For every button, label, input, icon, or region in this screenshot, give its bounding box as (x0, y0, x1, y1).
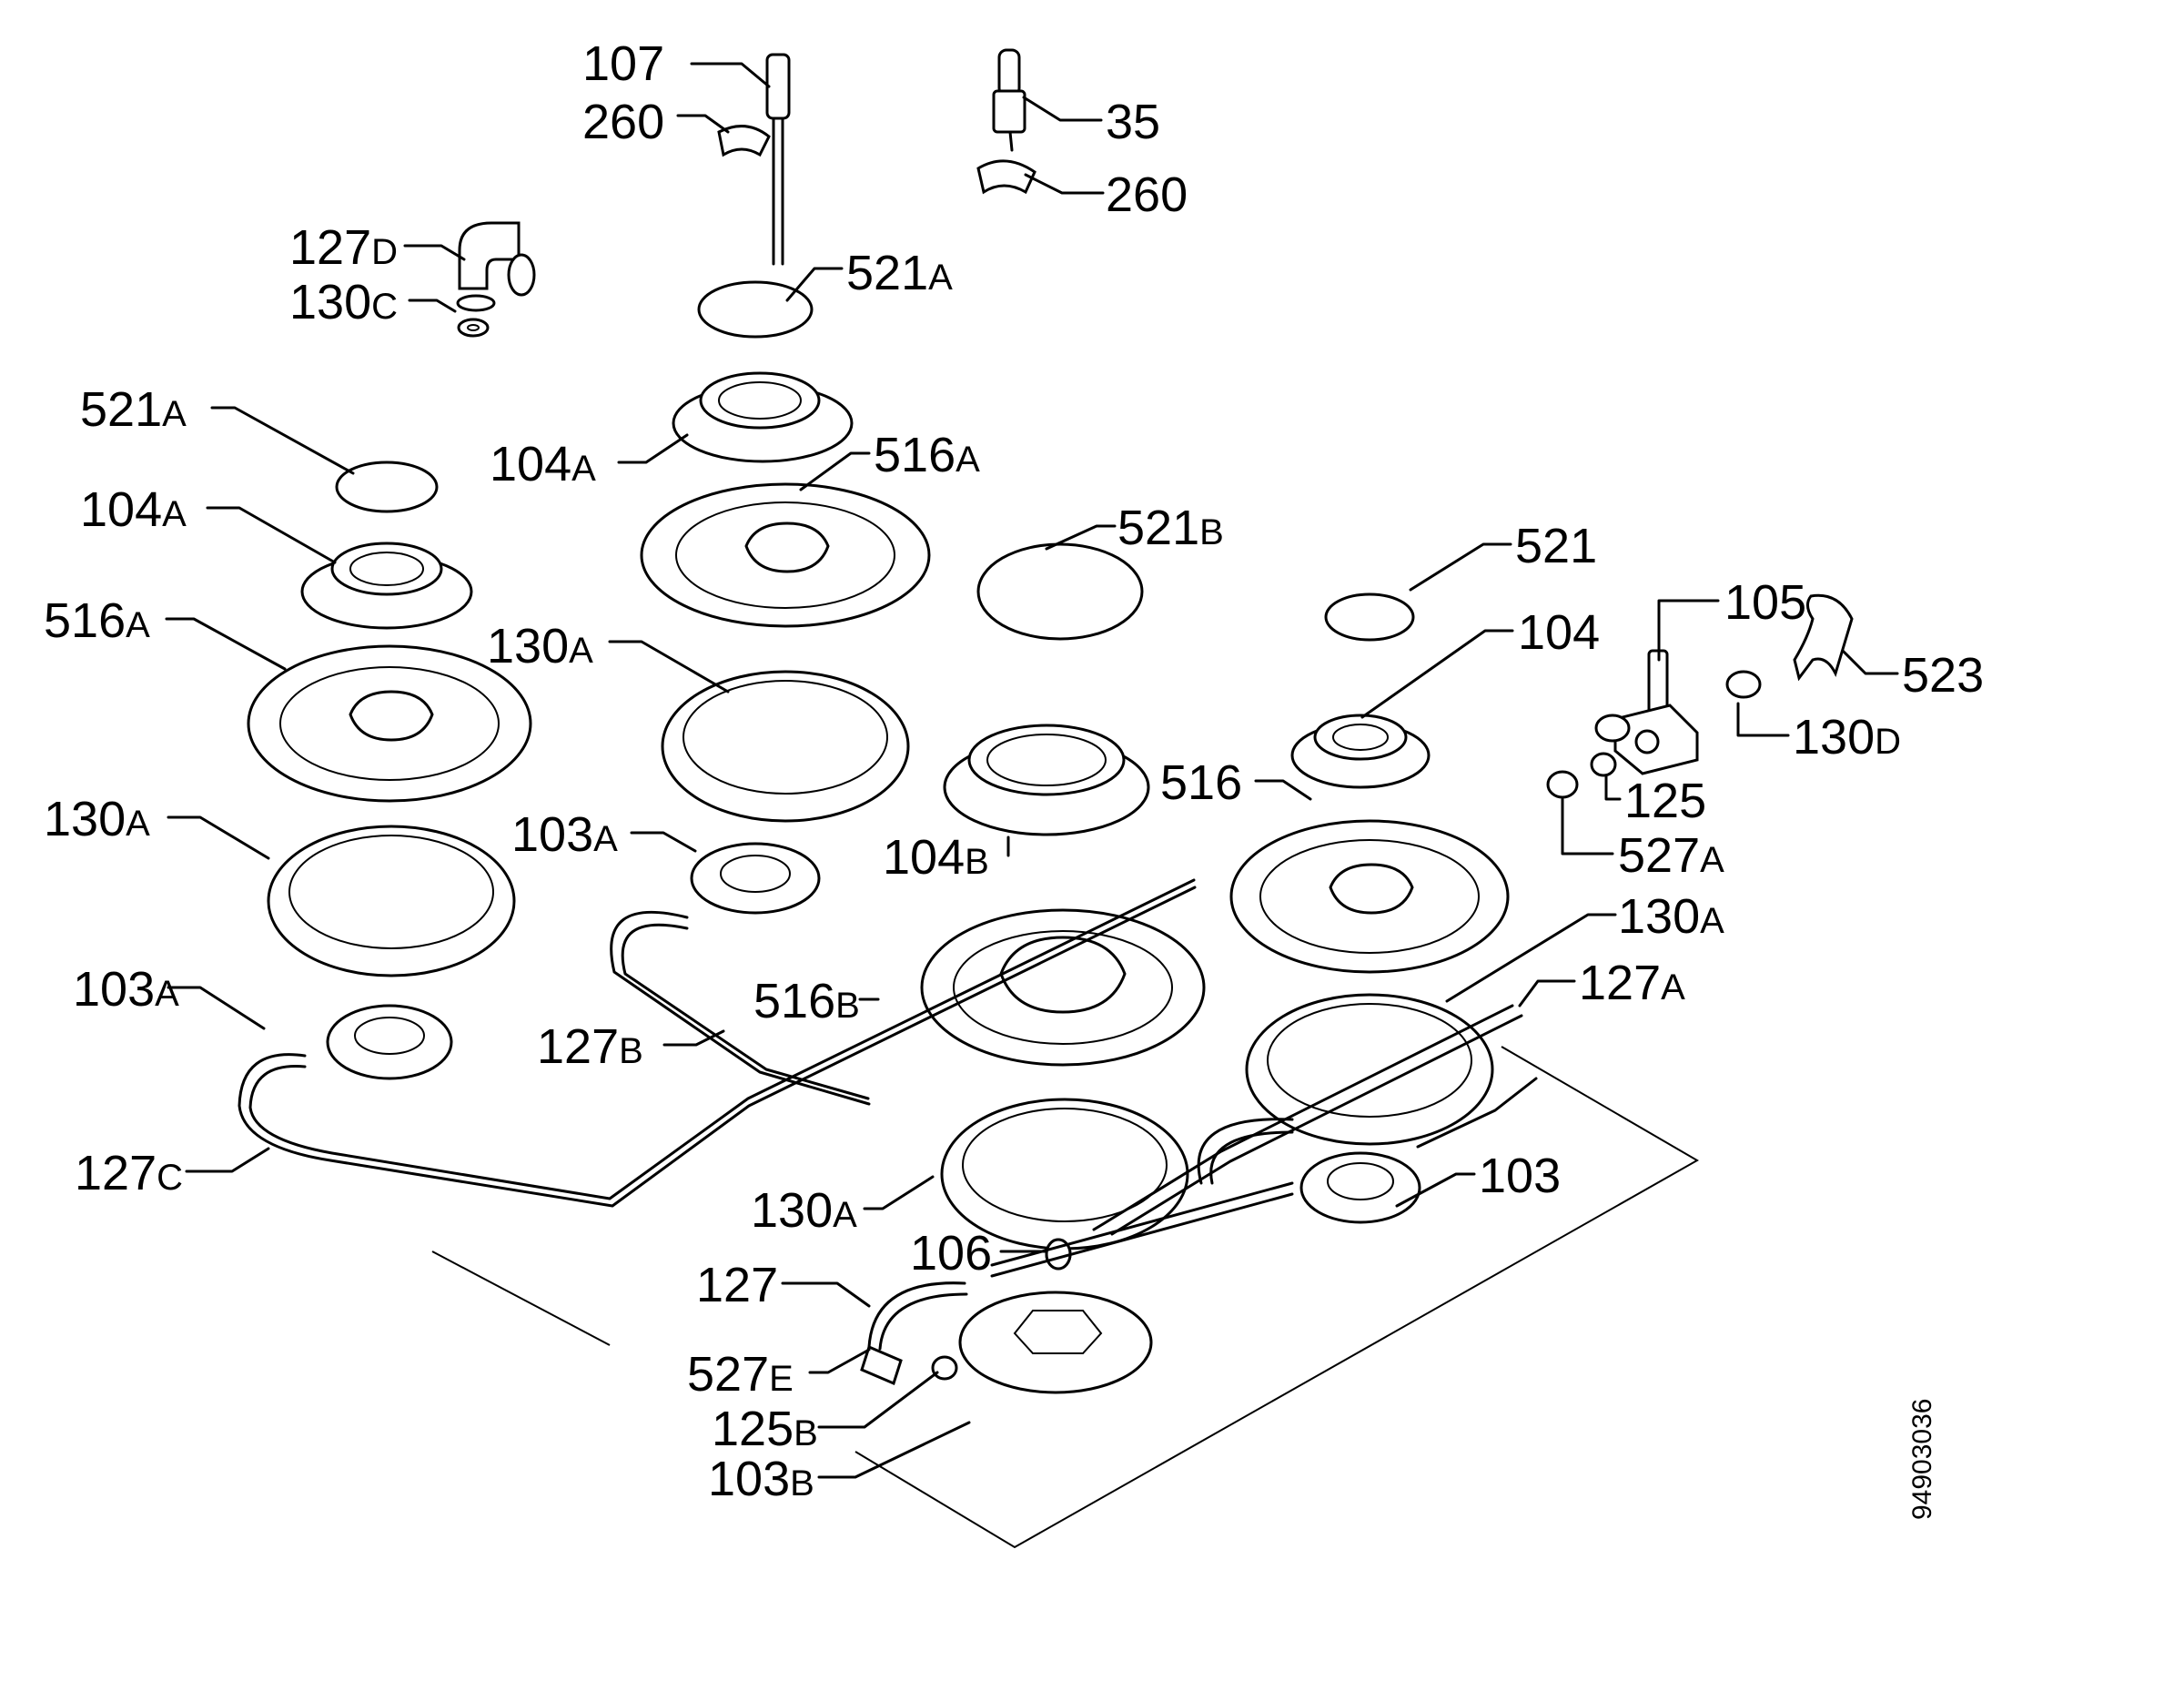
label-521a-left: 521A (80, 382, 187, 437)
gas-pipes (238, 878, 1538, 1351)
label-260-top: 260 (582, 95, 664, 149)
nut-125b (931, 1355, 958, 1381)
label-127c: 127C (75, 1146, 183, 1200)
label-127a: 127A (1579, 956, 1685, 1010)
label-516: 516 (1160, 755, 1242, 810)
label-521b: 521B (1117, 501, 1224, 555)
document-number: 94903036 (1907, 1399, 1937, 1520)
fitting-527e (860, 1344, 903, 1386)
label-35: 35 (1106, 95, 1160, 149)
label-127b: 127B (537, 1019, 643, 1074)
label-130a-left: 130A (44, 792, 150, 846)
label-106: 106 (910, 1226, 992, 1281)
label-104a-top: 104A (490, 437, 596, 491)
part-labels: 107 260 35 260 127D 130C 521A 521A 104A … (44, 36, 1984, 1506)
label-103a-left: 103A (73, 962, 179, 1017)
label-130c: 130C (289, 275, 398, 329)
nut-527a (1546, 770, 1579, 799)
label-127d: 127D (289, 220, 398, 275)
leader-lines (165, 62, 1899, 1479)
label-516a-top: 516A (874, 428, 980, 482)
burner-stack-right (1229, 592, 1510, 1224)
label-516b: 516B (753, 974, 860, 1028)
label-125: 125 (1624, 774, 1706, 828)
label-130a-right: 130A (1618, 889, 1724, 944)
nut-125 (1590, 752, 1617, 777)
gas-valve-105 (1594, 649, 1699, 775)
burner-stack-center (920, 542, 1206, 1394)
elbow-connector-127d (456, 221, 536, 338)
label-527e: 527E (687, 1347, 794, 1402)
label-103a-mid: 103A (511, 807, 618, 862)
label-105: 105 (1724, 575, 1806, 630)
label-104b: 104B (883, 830, 989, 885)
label-521a-top: 521A (846, 246, 953, 300)
bracket-523 (1793, 593, 1854, 682)
label-130a-mid: 130A (487, 619, 593, 673)
label-103: 103 (1479, 1149, 1561, 1203)
burner-stack-left (247, 461, 532, 1080)
label-103b: 103B (708, 1452, 814, 1506)
label-523: 523 (1902, 648, 1984, 703)
burner-stack-top-center (640, 280, 931, 915)
hob-outline (431, 1046, 1700, 1549)
label-527a: 527A (1618, 828, 1724, 883)
label-104: 104 (1518, 605, 1600, 660)
label-107: 107 (582, 36, 664, 91)
washer-130d (1725, 670, 1762, 699)
thermocouple-107 (717, 53, 791, 266)
label-130a-bottom: 130A (751, 1183, 857, 1238)
label-260-right: 260 (1106, 167, 1188, 222)
label-104a-left: 104A (80, 482, 187, 537)
spark-electrode-35 (976, 48, 1036, 195)
label-516a-left: 516A (44, 593, 150, 648)
label-521: 521 (1515, 519, 1597, 573)
label-127: 127 (696, 1258, 778, 1312)
label-130d: 130D (1793, 710, 1901, 764)
label-125b: 125B (712, 1402, 818, 1456)
part-drawings (238, 48, 1854, 1549)
